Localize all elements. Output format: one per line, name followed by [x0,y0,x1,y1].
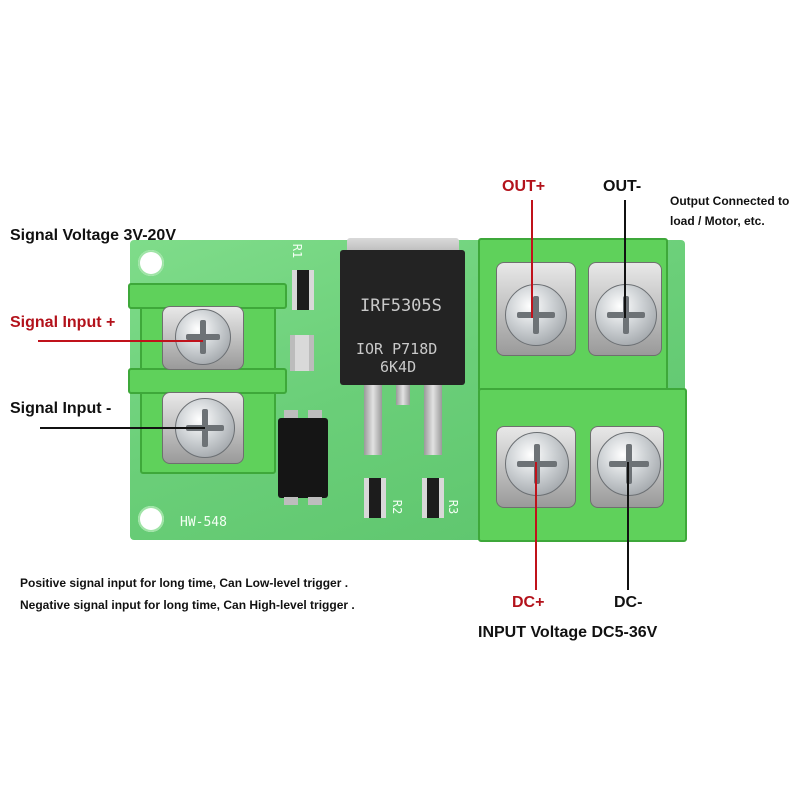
out-minus-screw-icon[interactable] [595,284,657,346]
optocoupler [278,418,328,498]
opto-pin [308,497,322,505]
dc-minus-screw-icon[interactable] [597,432,661,496]
silk-r3: R3 [446,499,461,515]
mosfet-lot: 6K4D [380,358,417,376]
dc-plus-screw-icon[interactable] [505,432,569,496]
label-out-plus: OUT+ [502,178,546,195]
mounting-hole-bottom-left [138,506,164,532]
resistor-r2 [364,478,386,518]
label-signal-input-minus: Signal Input - [10,400,112,417]
label-signal-input-plus: Signal Input + [10,314,116,331]
led-d1 [290,335,314,371]
callout-line-dc-plus [535,462,537,590]
output-desc-line1: Output Connected to [670,194,790,208]
callout-line-signal-minus [40,427,205,429]
opto-pin [284,410,298,418]
opto-pin [308,410,322,418]
mosfet-leg-left [364,385,382,455]
resistor-r3 [422,478,444,518]
opto-pin [284,497,298,505]
mosfet-part-number: IRF5305S [360,296,442,316]
note-line1: Positive signal input for long time, Can… [20,576,349,590]
silk-model: HW-548 [180,515,227,530]
signal-plus-screw-icon[interactable] [175,309,231,365]
callout-line-signal-plus [38,340,203,342]
mosfet-marking: IOR P718D [356,340,438,358]
label-out-minus: OUT- [603,178,642,195]
resistor-r1 [292,270,314,310]
output-desc-line2: load / Motor, etc. [670,214,765,228]
label-dc-minus: DC- [614,594,643,611]
callout-line-out-plus [531,200,533,318]
mounting-hole-top-left [138,250,164,276]
out-plus-screw-icon[interactable] [505,284,567,346]
callout-line-out-minus [624,200,626,318]
mosfet-chip [340,250,465,385]
mosfet-leg-center [396,385,410,405]
callout-line-dc-minus [627,462,629,590]
label-dc-plus: DC+ [512,594,545,611]
label-input-voltage: INPUT Voltage DC5-36V [478,624,658,641]
mosfet-leg-right [424,385,442,455]
signal-terminal-rail-mid [128,368,287,394]
silk-r2: R2 [390,499,405,515]
silk-r1: R1 [290,243,305,259]
note-line2: Negative signal input for long time, Can… [20,598,355,612]
label-signal-voltage: Signal Voltage 3V-20V [10,227,176,244]
